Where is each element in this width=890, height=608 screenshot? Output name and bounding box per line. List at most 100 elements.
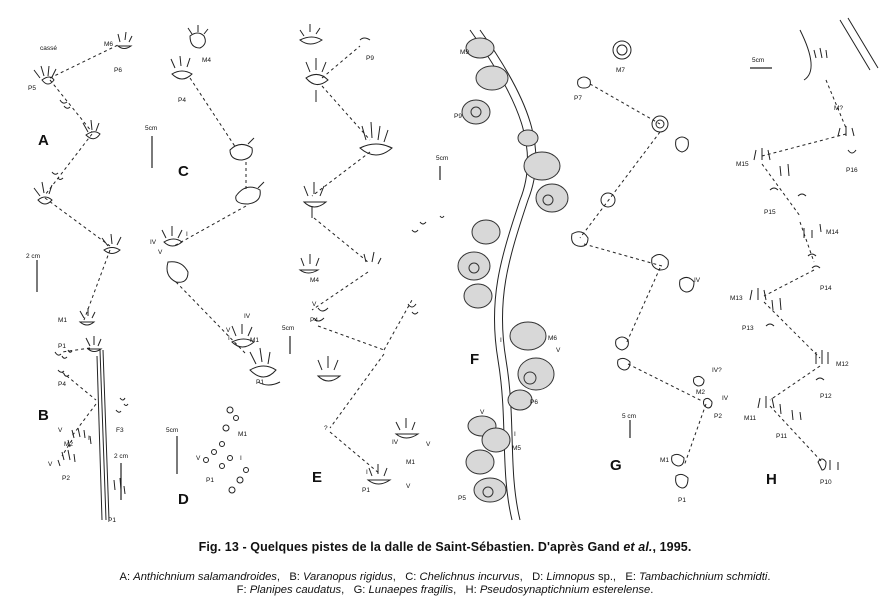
specimen-label: IV bbox=[150, 239, 157, 246]
specimen-label: IV bbox=[392, 439, 399, 446]
footprint bbox=[316, 356, 342, 382]
footprint bbox=[359, 37, 371, 41]
footprint bbox=[305, 58, 329, 102]
footprint bbox=[59, 99, 71, 109]
legend-separator: , bbox=[519, 571, 533, 583]
footprint bbox=[33, 181, 53, 205]
specimen-label: IV bbox=[244, 313, 251, 320]
legend-species: Pseudosynaptichnium esterelense bbox=[479, 584, 651, 596]
specimen-label: M14 bbox=[826, 229, 839, 236]
legend-species: Chelichnus incurvus bbox=[419, 571, 520, 583]
footprint bbox=[313, 307, 329, 322]
figure-title: Fig. 13 - Quelques pistes de la dalle de… bbox=[0, 540, 890, 554]
specimen-label: V bbox=[312, 301, 317, 308]
specimen-label: P5 bbox=[458, 495, 466, 502]
legend-species: Varanopus rigidus bbox=[303, 571, 393, 583]
footprint bbox=[243, 467, 249, 473]
specimen-label: P4 bbox=[58, 381, 66, 388]
specimen-label: I bbox=[228, 335, 230, 342]
specimen-label: P13 bbox=[742, 325, 754, 332]
legend-separator: , bbox=[276, 571, 290, 583]
specimen-label: P4 bbox=[178, 97, 186, 104]
specimen-label: V bbox=[48, 461, 53, 468]
scale-label: 2 cm bbox=[114, 453, 128, 460]
legend-species: Tambachichnium schmidti bbox=[639, 571, 768, 583]
specimen-label: P7 bbox=[574, 95, 582, 102]
panel-d-trackway bbox=[203, 406, 249, 494]
specimen-label: V bbox=[480, 409, 485, 416]
specimen-label: P1 bbox=[362, 487, 370, 494]
footprint bbox=[679, 276, 695, 293]
specimen-label: P9 bbox=[366, 55, 374, 62]
footprint bbox=[749, 288, 782, 311]
specimen-label: M11 bbox=[744, 415, 757, 422]
footprint bbox=[257, 381, 281, 386]
specimen-label: P2 bbox=[62, 475, 70, 482]
panel-letter: H bbox=[766, 471, 777, 488]
footprint bbox=[366, 464, 392, 485]
footprint bbox=[115, 397, 129, 413]
specimen-label: IV bbox=[694, 277, 701, 284]
footprint bbox=[765, 323, 775, 327]
specimen-label: V bbox=[158, 249, 163, 256]
specimen-label: M5 bbox=[512, 445, 521, 452]
footprint bbox=[228, 486, 236, 494]
panel-letter: D bbox=[178, 491, 189, 508]
figure-plate: A B C D E F G H cassé P5 M6 P6 2 cm M1 P… bbox=[26, 17, 879, 524]
footprint bbox=[233, 415, 239, 421]
specimen-label: IV bbox=[722, 395, 729, 402]
specimen-label: I bbox=[500, 337, 502, 344]
footprint bbox=[617, 357, 631, 371]
specimen-label: P1 bbox=[206, 477, 214, 484]
footprint bbox=[229, 137, 255, 161]
panel-letter: A bbox=[38, 132, 49, 149]
specimen-label: P11 bbox=[776, 433, 787, 440]
footprint bbox=[235, 181, 265, 205]
specimen-label: M6 bbox=[548, 335, 557, 342]
specimen-label: ? bbox=[324, 425, 328, 432]
footprint bbox=[101, 233, 122, 254]
footprint bbox=[219, 441, 225, 447]
specimen-label: P14 bbox=[820, 285, 832, 292]
trackway-line bbox=[61, 347, 97, 457]
footprint bbox=[815, 377, 825, 381]
panel-a-trackway bbox=[33, 31, 133, 326]
legend-line-1: A: Anthichnium salamandroides, B: Varano… bbox=[0, 571, 890, 583]
title-main: Fig. 13 - Quelques pistes de la dalle de… bbox=[198, 540, 624, 554]
footprint bbox=[113, 477, 126, 495]
footprint bbox=[236, 476, 244, 484]
specimen-label: M1 bbox=[238, 431, 247, 438]
specimen-label: P4 bbox=[310, 317, 318, 324]
footprint bbox=[302, 182, 328, 218]
footprint bbox=[803, 223, 822, 238]
footprint bbox=[298, 254, 320, 274]
footprint bbox=[753, 148, 790, 177]
panel-letter: C bbox=[178, 163, 189, 180]
tail-drag bbox=[799, 17, 879, 81]
specimen-label: I bbox=[240, 455, 242, 462]
footprint bbox=[407, 303, 419, 315]
footprint bbox=[807, 253, 821, 269]
footprint bbox=[57, 449, 76, 467]
title-end: , 1995. bbox=[652, 540, 692, 554]
specimen-label: P16 bbox=[846, 167, 858, 174]
specimen-label: P10 bbox=[820, 479, 832, 486]
scale-label: 5cm bbox=[282, 325, 294, 332]
footprint bbox=[203, 457, 209, 463]
legend-key: E: bbox=[625, 571, 640, 583]
legend-separator: . bbox=[767, 571, 771, 583]
footprint bbox=[675, 473, 689, 489]
panel-c-trackway bbox=[161, 25, 281, 386]
legend-species: Limnopus bbox=[546, 571, 595, 583]
footprint bbox=[222, 424, 230, 432]
legend-species: Lunaepes fragilis bbox=[368, 584, 454, 596]
footprint bbox=[671, 453, 685, 467]
footprint bbox=[299, 24, 323, 45]
footprint-cluster bbox=[457, 37, 569, 503]
footprint bbox=[769, 187, 807, 197]
footprint bbox=[651, 254, 669, 271]
footprint bbox=[675, 136, 689, 153]
footprint bbox=[813, 47, 828, 59]
footprint bbox=[170, 55, 193, 80]
panel-h-trackway bbox=[749, 17, 879, 471]
